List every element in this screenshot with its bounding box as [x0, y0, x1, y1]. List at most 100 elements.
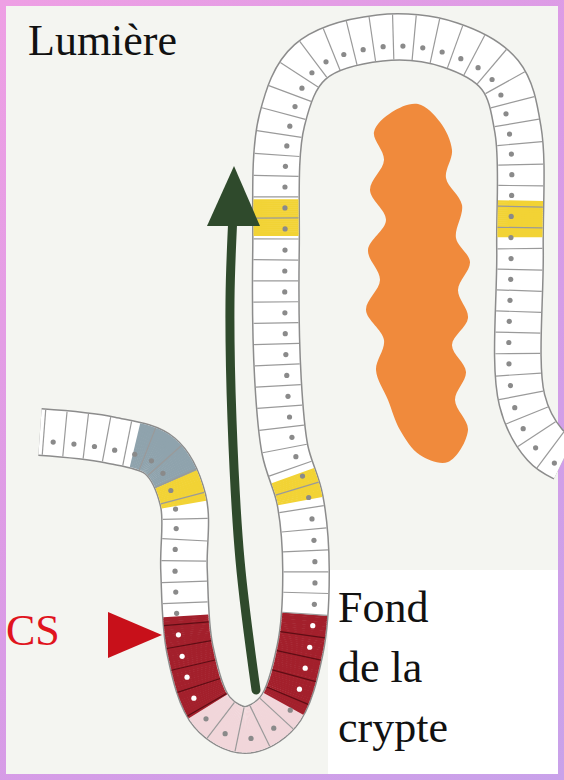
cell-nucleus	[112, 448, 117, 453]
cell-nucleus	[282, 184, 287, 189]
cell-divider	[393, 15, 394, 60]
nuclei	[51, 43, 557, 741]
cell-fill	[272, 468, 315, 486]
cell-dividers	[42, 15, 564, 752]
cell-divider	[250, 706, 270, 746]
cell-nucleus	[512, 405, 517, 410]
cell-divider	[497, 290, 542, 292]
cell-divider	[207, 702, 234, 738]
cell-divider	[235, 707, 244, 751]
cell-divider	[254, 343, 299, 344]
cell-nucleus	[307, 645, 312, 650]
cell-divider	[323, 28, 340, 70]
cell-fill	[497, 234, 542, 237]
cell-divider	[161, 492, 205, 504]
cell-divider	[164, 622, 209, 626]
cell-nucleus	[287, 414, 292, 419]
cell-nucleus	[508, 277, 513, 282]
cell-nucleus	[176, 632, 181, 637]
special-cells	[130, 199, 543, 752]
region-label: Lumière	[28, 16, 177, 67]
cell-divider	[257, 131, 301, 138]
cell-nucleus	[284, 373, 289, 378]
cell-nucleus	[51, 439, 56, 444]
cell-divider	[282, 612, 327, 615]
epithelium	[40, 15, 564, 753]
cell-divider	[277, 651, 321, 660]
cell-nucleus	[506, 340, 511, 345]
cell-divider	[497, 248, 542, 250]
cell-divider	[346, 21, 357, 65]
cell-divider	[187, 694, 226, 716]
cell-divider	[63, 412, 67, 457]
cell-nucleus	[458, 56, 463, 61]
cell-divider	[518, 422, 556, 447]
cell-divider	[254, 217, 299, 218]
cell-divider	[267, 687, 309, 704]
cell-nucleus	[71, 441, 76, 446]
cell-nucleus	[299, 86, 304, 91]
cell-divider	[499, 391, 543, 400]
arrow-head	[207, 166, 260, 226]
cell-nucleus	[507, 131, 512, 136]
cell-divider	[83, 414, 88, 459]
cell-fill	[253, 199, 298, 202]
cell-divider	[506, 407, 548, 424]
cell-divider	[447, 26, 462, 68]
cell-nucleus	[509, 214, 514, 219]
cell-divider	[253, 280, 298, 281]
cell-divider	[430, 19, 439, 63]
cell-nucleus	[440, 49, 445, 54]
cell-divider	[254, 238, 299, 239]
cell-nucleus	[132, 452, 137, 457]
cell-nucleus	[341, 52, 346, 57]
cell-nucleus	[173, 547, 178, 552]
cell-divider	[496, 373, 541, 376]
pointer-triangle	[108, 612, 162, 658]
overlay	[108, 166, 260, 690]
cell-nucleus	[507, 319, 512, 324]
cell-divider	[495, 353, 540, 355]
cell-nucleus	[271, 726, 276, 731]
cell-nucleus	[282, 268, 287, 273]
cell-nucleus	[312, 602, 317, 607]
cell-nucleus	[533, 445, 538, 450]
cell-divider	[498, 206, 543, 208]
cell-fill	[161, 497, 206, 508]
cell-nucleus	[508, 235, 513, 240]
cell-divider	[263, 444, 307, 452]
cell-nucleus	[283, 331, 288, 336]
cell-nucleus	[292, 104, 297, 109]
cell-nucleus	[149, 458, 154, 463]
cell-nucleus	[282, 247, 287, 252]
cell-nucleus	[203, 716, 208, 721]
cell-nucleus	[184, 675, 189, 680]
cell-nucleus	[282, 289, 287, 294]
cell-nucleus	[400, 43, 405, 48]
cell-nucleus	[521, 426, 526, 431]
cell-divider	[254, 322, 299, 324]
cell-nucleus	[285, 394, 290, 399]
cell-divider	[163, 518, 208, 519]
epithelium-band	[40, 37, 564, 730]
villus-core	[366, 104, 470, 463]
cell-divider	[280, 62, 318, 87]
cell-divider	[177, 678, 220, 692]
cell-nucleus	[168, 488, 173, 493]
cell-divider	[276, 482, 319, 495]
cell-divider	[148, 446, 182, 476]
cell-divider	[256, 385, 301, 388]
cell-divider	[262, 108, 305, 120]
cell-nucleus	[420, 45, 425, 50]
cell-divider	[498, 185, 543, 187]
cell-nucleus	[509, 151, 514, 156]
cell-nucleus	[507, 298, 512, 303]
cell-divider	[300, 41, 327, 77]
cell-nucleus	[297, 687, 302, 692]
cell-divider	[254, 175, 299, 176]
cell-divider	[283, 550, 328, 552]
cell-nucleus	[310, 623, 315, 628]
cell-divider	[253, 259, 298, 261]
